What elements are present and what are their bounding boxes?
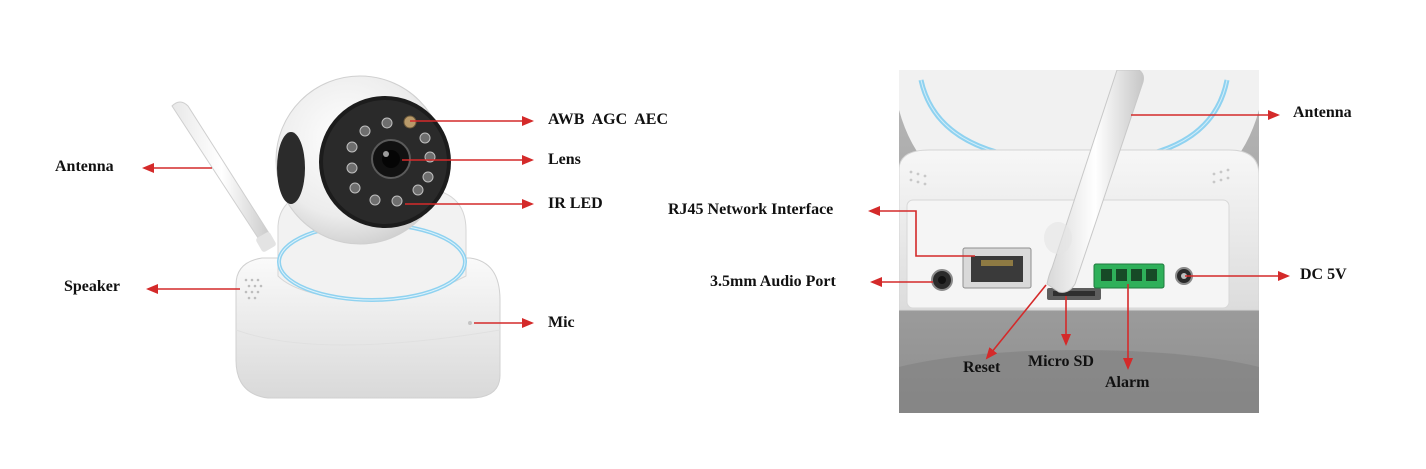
label-ir-led: IR LED [548, 195, 603, 212]
label-lens: Lens [548, 151, 581, 168]
camera-base [235, 257, 501, 399]
lens [371, 139, 411, 179]
label-reset: Reset [963, 359, 1001, 376]
rj45-port [962, 247, 1032, 289]
rear-antenna-rod [1044, 70, 1144, 293]
label-dc: DC 5V [1300, 266, 1347, 283]
side-vent [909, 168, 1230, 186]
speaker-grille [244, 278, 263, 300]
mic-hole [468, 321, 472, 325]
label-antenna-front: Antenna [55, 158, 114, 175]
arrow-reset [985, 284, 1047, 360]
audio-port [931, 269, 953, 291]
label-alarm: Alarm [1105, 374, 1150, 391]
arrow-rj45 [868, 206, 975, 257]
label-awb-agc-aec: AWB AGC AEC [548, 111, 669, 128]
label-antenna-rear: Antenna [1293, 104, 1352, 121]
label-speaker: Speaker [64, 278, 120, 295]
label-audio-port: 3.5mm Audio Port [710, 273, 836, 290]
antenna-rod [171, 101, 276, 252]
light-sensor [403, 115, 417, 129]
ir-led-ring [346, 117, 436, 207]
rear-camera-photo [899, 70, 1259, 413]
alarm-terminal [1093, 263, 1165, 289]
label-micro-sd: Micro SD [1028, 353, 1094, 370]
label-mic: Mic [548, 314, 575, 331]
label-rj45: RJ45 Network Interface [668, 201, 834, 218]
